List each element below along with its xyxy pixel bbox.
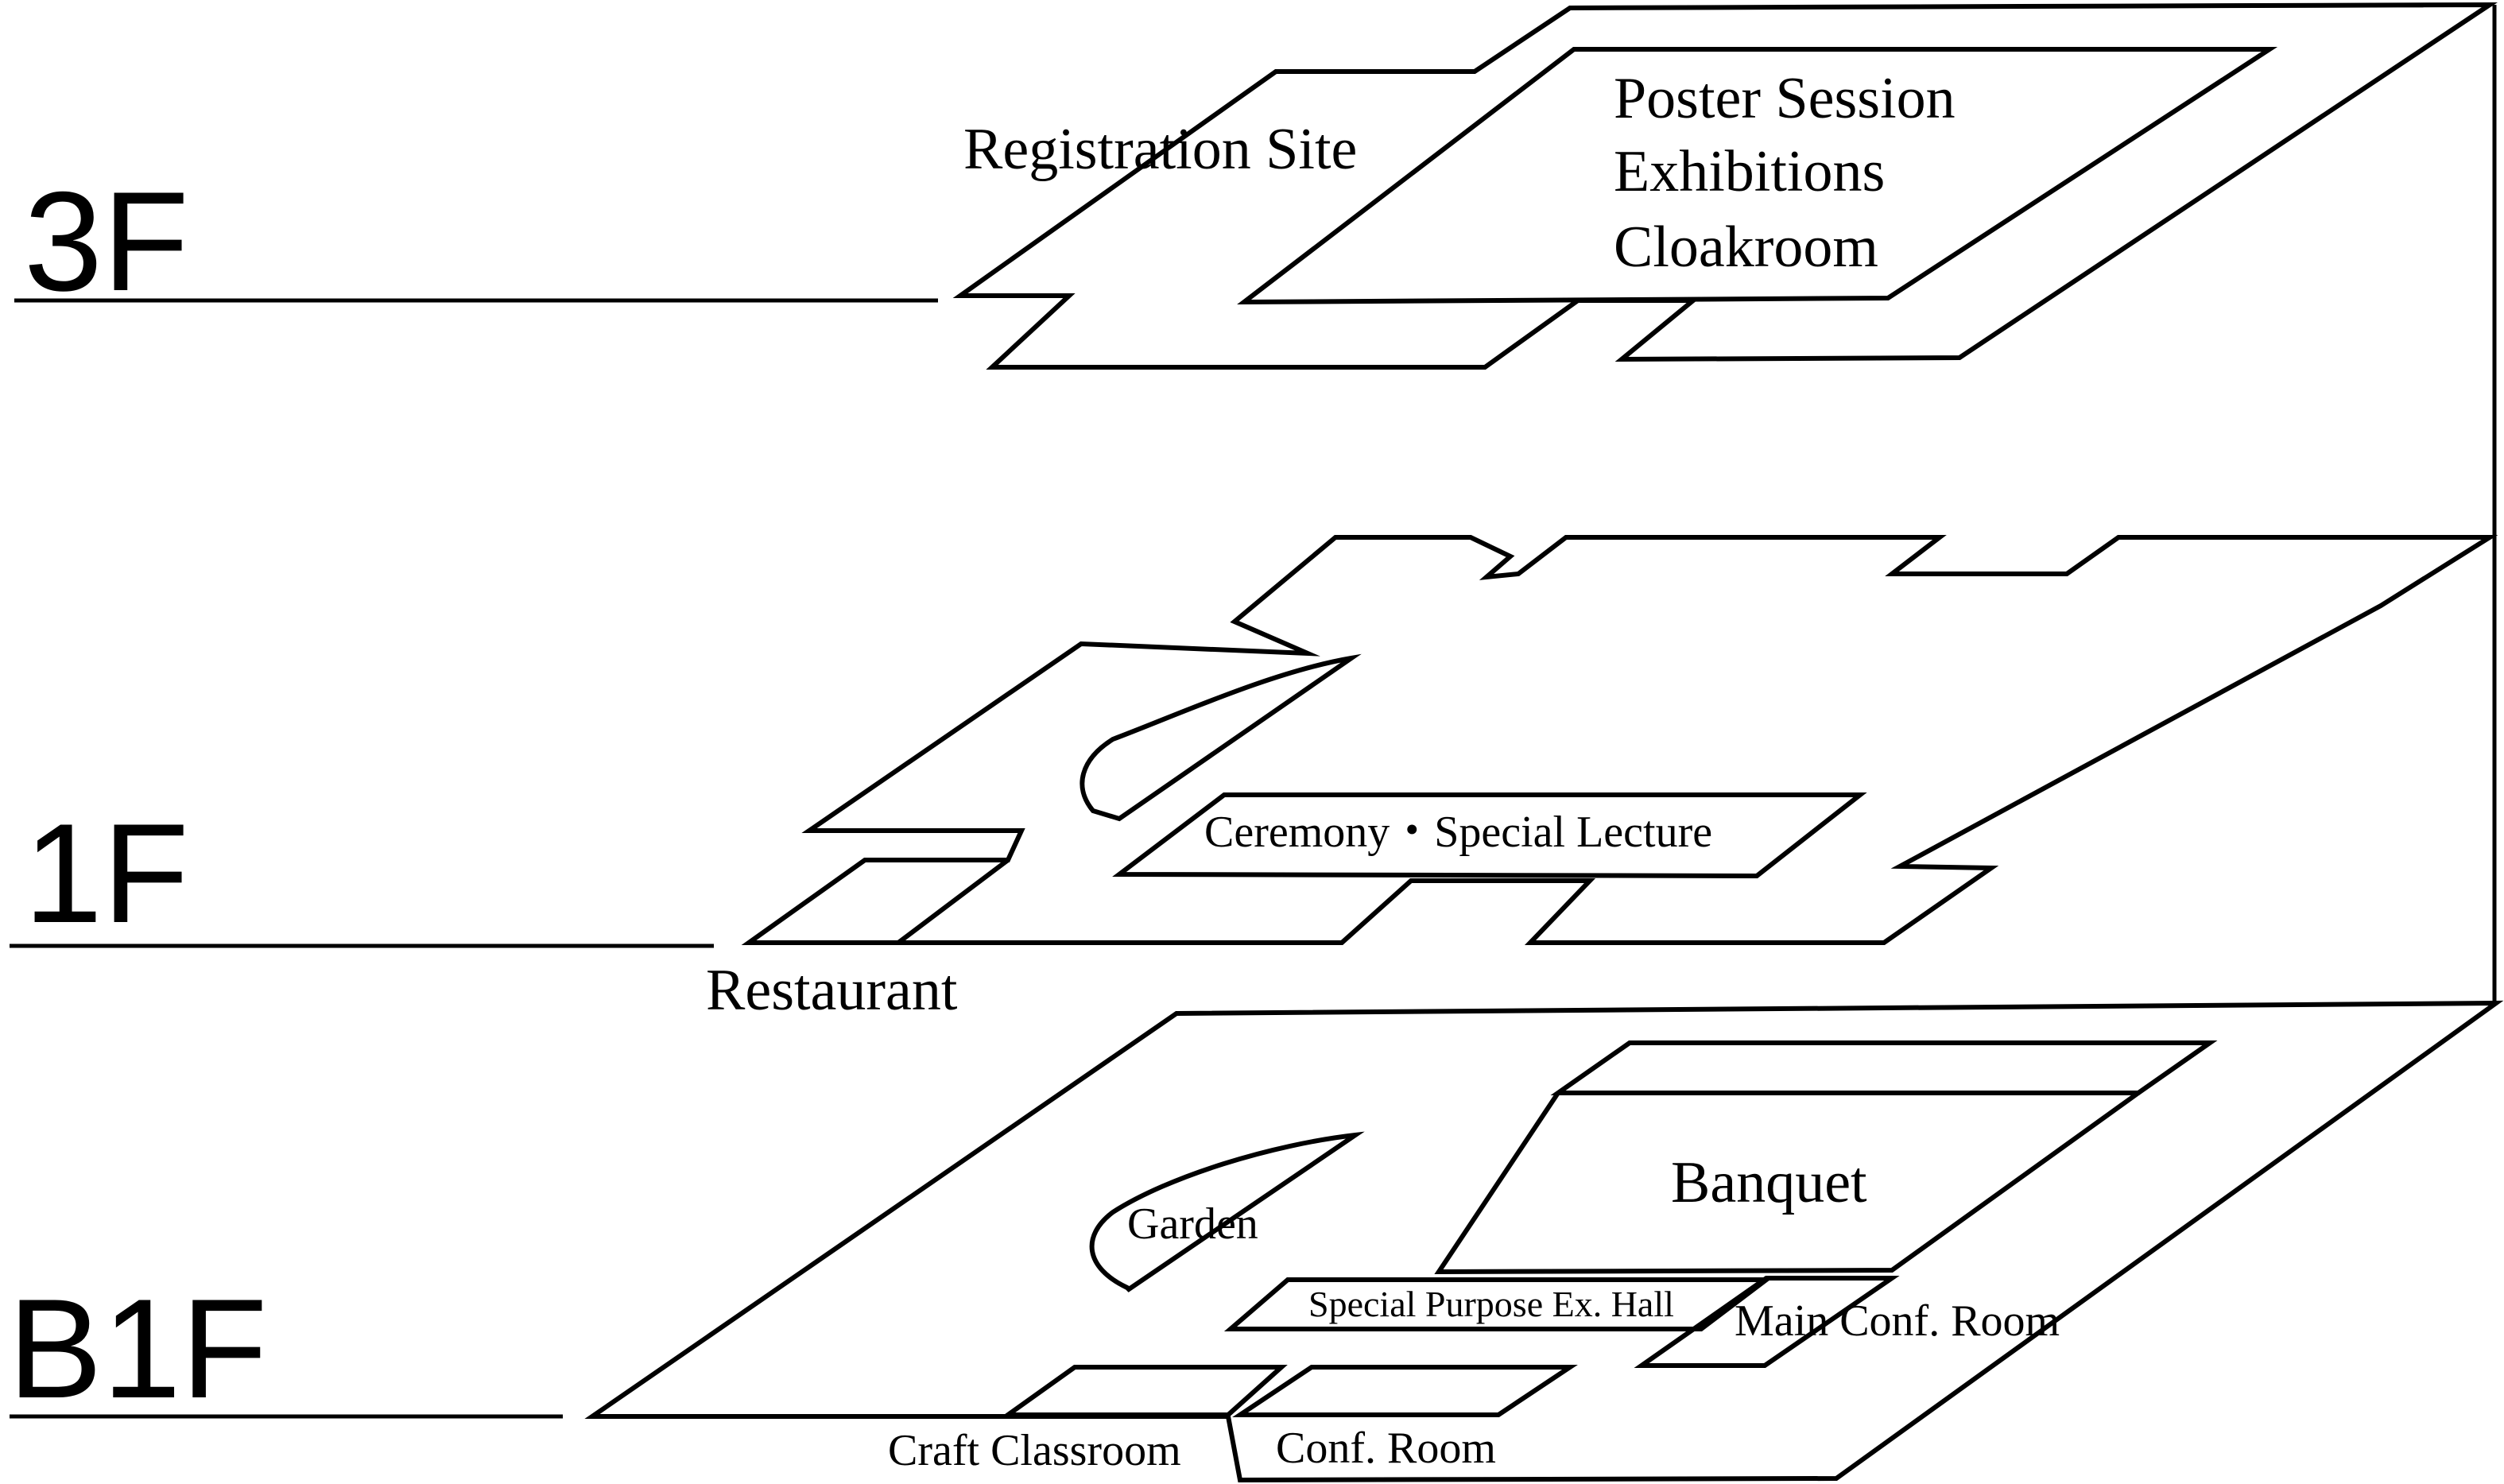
floor-1f: 1F Ceremony・Special Lecture Restaurant: [10, 535, 2498, 1023]
floor-3f-label: 3F: [24, 162, 189, 320]
conf-room-area: [1232, 1365, 1578, 1417]
floor-1f-label: 1F: [24, 794, 189, 952]
craft-classroom-area: [1000, 1365, 1288, 1417]
poster-session-label: Poster Session: [1614, 66, 1956, 131]
restaurant-divider: [897, 858, 1010, 945]
floor-1f-outline: [741, 535, 2498, 945]
floor-b1f-outline: [584, 1000, 2504, 1483]
special-purpose-ex-hall-label: Special Purpose Ex. Hall: [1308, 1284, 1674, 1324]
floor-b1f: B1F Banquet Garden Special Purpose Ex. H…: [8, 1000, 2504, 1483]
floor-1f-garden: [1080, 653, 1362, 822]
floor-b1f-label: B1F: [8, 1269, 267, 1428]
special-purpose-ex-hall-area: [1223, 1277, 1773, 1331]
floor-3f-outline: [952, 2, 2498, 370]
poster-session-area: [1237, 47, 2278, 305]
main-conf-room-area: [1634, 1276, 1900, 1368]
banquet-label: Banquet: [1671, 1150, 1867, 1215]
exhibitions-label: Exhibitions: [1614, 139, 1885, 204]
craft-classroom-label: Craft Classroom: [888, 1426, 1181, 1475]
restaurant-label: Restaurant: [706, 958, 958, 1023]
banquet-hall-area: [1550, 1040, 2218, 1095]
banquet-hall-inner: [1434, 1091, 2140, 1275]
cloakroom-label: Cloakroom: [1614, 215, 1878, 280]
garden-label: Garden: [1127, 1199, 1258, 1249]
ceremony-special-lecture-label: Ceremony・Special Lecture: [1204, 808, 1712, 857]
registration-site-label: Registration Site: [963, 117, 1357, 182]
main-conf-room-label: Main Conf. Room: [1735, 1296, 2060, 1346]
floor-3f: 3F Registration Site Poster Session Exhi…: [14, 2, 2498, 370]
ceremony-hall-area: [1112, 792, 1867, 879]
floor-b1f-garden: [1089, 1131, 1365, 1292]
conf-room-label: Conf. Room: [1276, 1424, 1496, 1473]
